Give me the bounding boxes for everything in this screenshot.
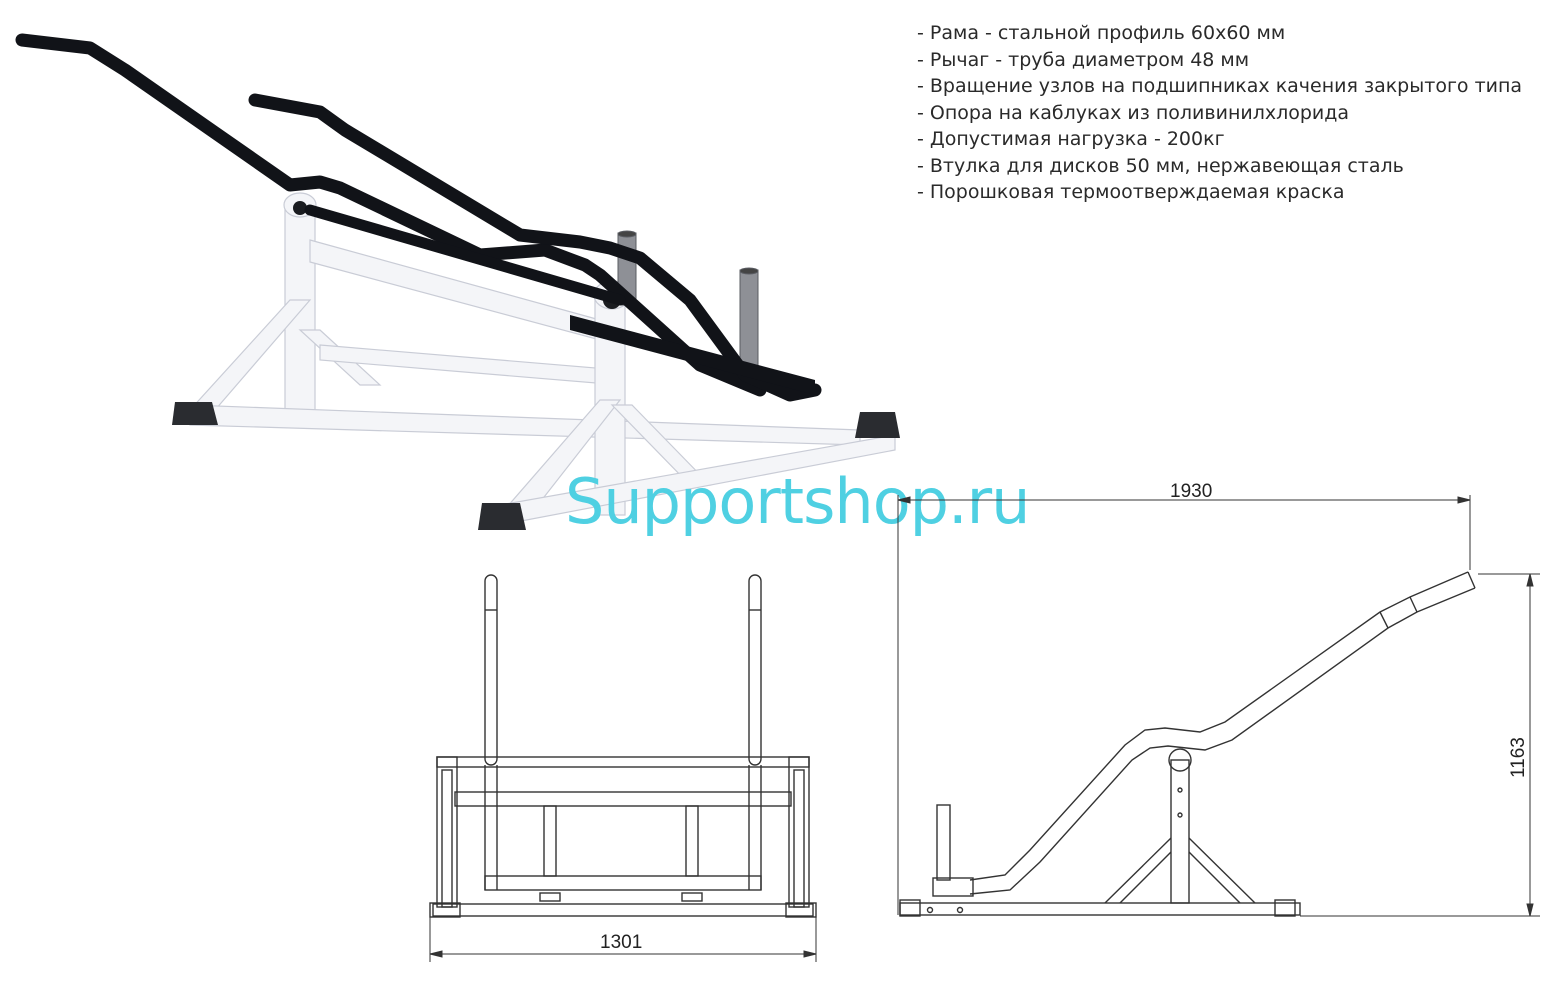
front-width-label: 1301	[600, 932, 642, 953]
spec-item-lever: - Рычаг - труба диаметром 48 мм	[917, 48, 1250, 71]
side-height-dimension	[1300, 573, 1540, 917]
side-height-label: 1163	[1508, 737, 1529, 778]
side-view-lines	[899, 571, 1476, 917]
spec-item-bearings: - Вращение узлов на подшипниках качения …	[917, 75, 1523, 97]
watermark-text: Supportshop.ru	[565, 465, 1030, 538]
front-view-lines	[429, 574, 817, 918]
frame-illustration	[172, 192, 900, 530]
spec-item-frame: - Рама - стальной профиль 60х60 мм	[917, 22, 1286, 44]
side-length-label: 1930	[1170, 481, 1212, 502]
spec-item-sleeve: - Втулка для дисков 50 мм, нержавеющая с…	[917, 154, 1404, 177]
spec-item-paint: - Порошковая термоотверждаемая краска	[917, 181, 1345, 203]
lever-illustration	[15, 33, 822, 402]
spec-item-feet: - Опора на каблуках из поливинилхлорида	[917, 101, 1350, 124]
spec-item-load: - Допустимая нагрузка - 200кг	[917, 128, 1225, 150]
front-width-dimension	[429, 917, 817, 962]
side-length-dimension	[897, 495, 1471, 915]
spec-list: - Рама - стальной профиль 60х60 мм - Рыч…	[917, 20, 1522, 206]
